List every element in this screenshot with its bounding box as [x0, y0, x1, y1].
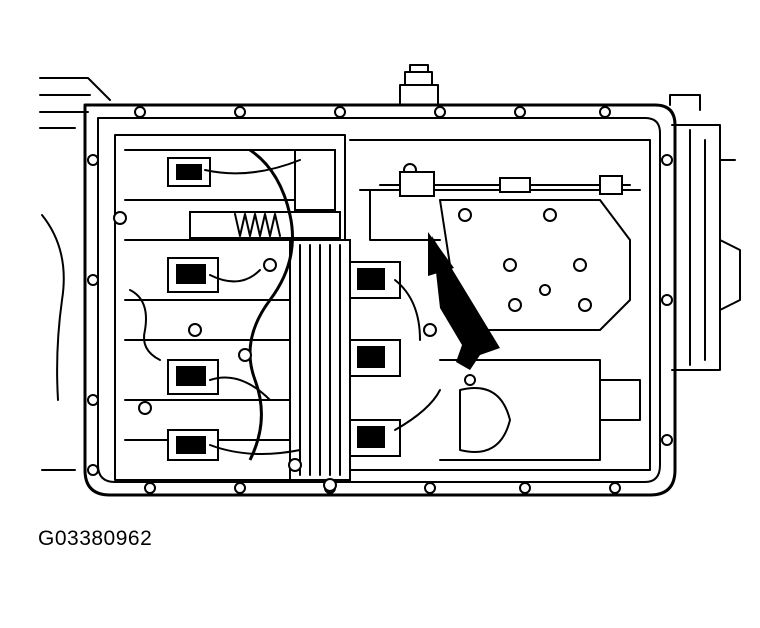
flange-bolt-holes: [87, 106, 673, 494]
solenoids-center: [349, 261, 401, 457]
pointer-arrow: [428, 232, 500, 370]
valve-bolts: [113, 163, 592, 492]
oil-pan-flange: [83, 64, 677, 497]
linkage-rod: [379, 171, 631, 197]
right-housing: [599, 94, 741, 421]
wire-harness: [129, 148, 441, 461]
left-housing: [39, 77, 111, 471]
center-plates: [289, 149, 351, 481]
solenoids-left: [167, 157, 219, 461]
figure-id-caption: G03380962: [38, 527, 153, 550]
spring-valve: [189, 211, 341, 239]
